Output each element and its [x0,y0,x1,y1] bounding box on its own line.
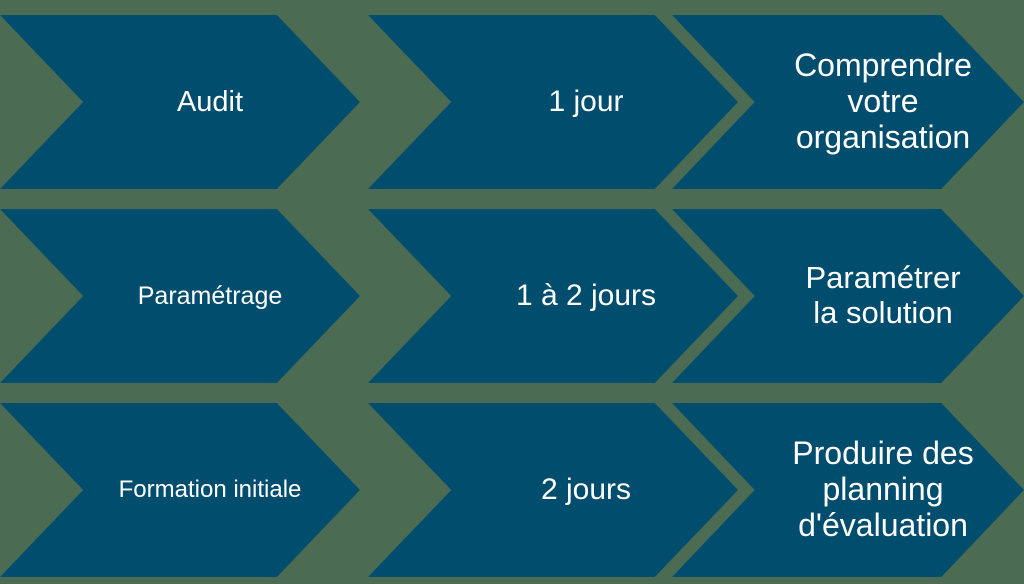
chevron-formation-duration[interactable]: 2 jours [368,403,738,577]
chevron-label-phase: Paramétrage [137,282,283,310]
chevron-label-duration: 2 jours [540,473,632,507]
chevron-audit-duration[interactable]: 1 jour [368,15,738,189]
chevron-parametrage-duration[interactable]: 1 à 2 jours [368,209,738,383]
chevron-label-phase: Audit [176,85,244,118]
process-row-audit: Audit 1 jour Comprendre votre organisati… [0,15,1024,189]
chevron-formation-phase[interactable]: Formation initiale [0,403,360,577]
chevron-label-objective: Paramétrer la solution [805,260,961,330]
chevron-label-phase: Formation initiale [118,475,302,503]
chevron-label-objective: Comprendre votre organisation [794,47,972,155]
chevron-audit-phase[interactable]: Audit [0,15,360,189]
process-row-formation: Formation initiale 2 jours Produire des … [0,403,1024,577]
chevron-parametrage-phase[interactable]: Paramétrage [0,209,360,383]
chevron-label-duration: 1 à 2 jours [515,279,657,313]
chevron-label-duration: 1 jour [548,85,624,119]
chevron-label-objective: Produire des planning d'évaluation [792,435,974,543]
process-row-parametrage: Paramétrage 1 à 2 jours Paramétrer la so… [0,209,1024,383]
